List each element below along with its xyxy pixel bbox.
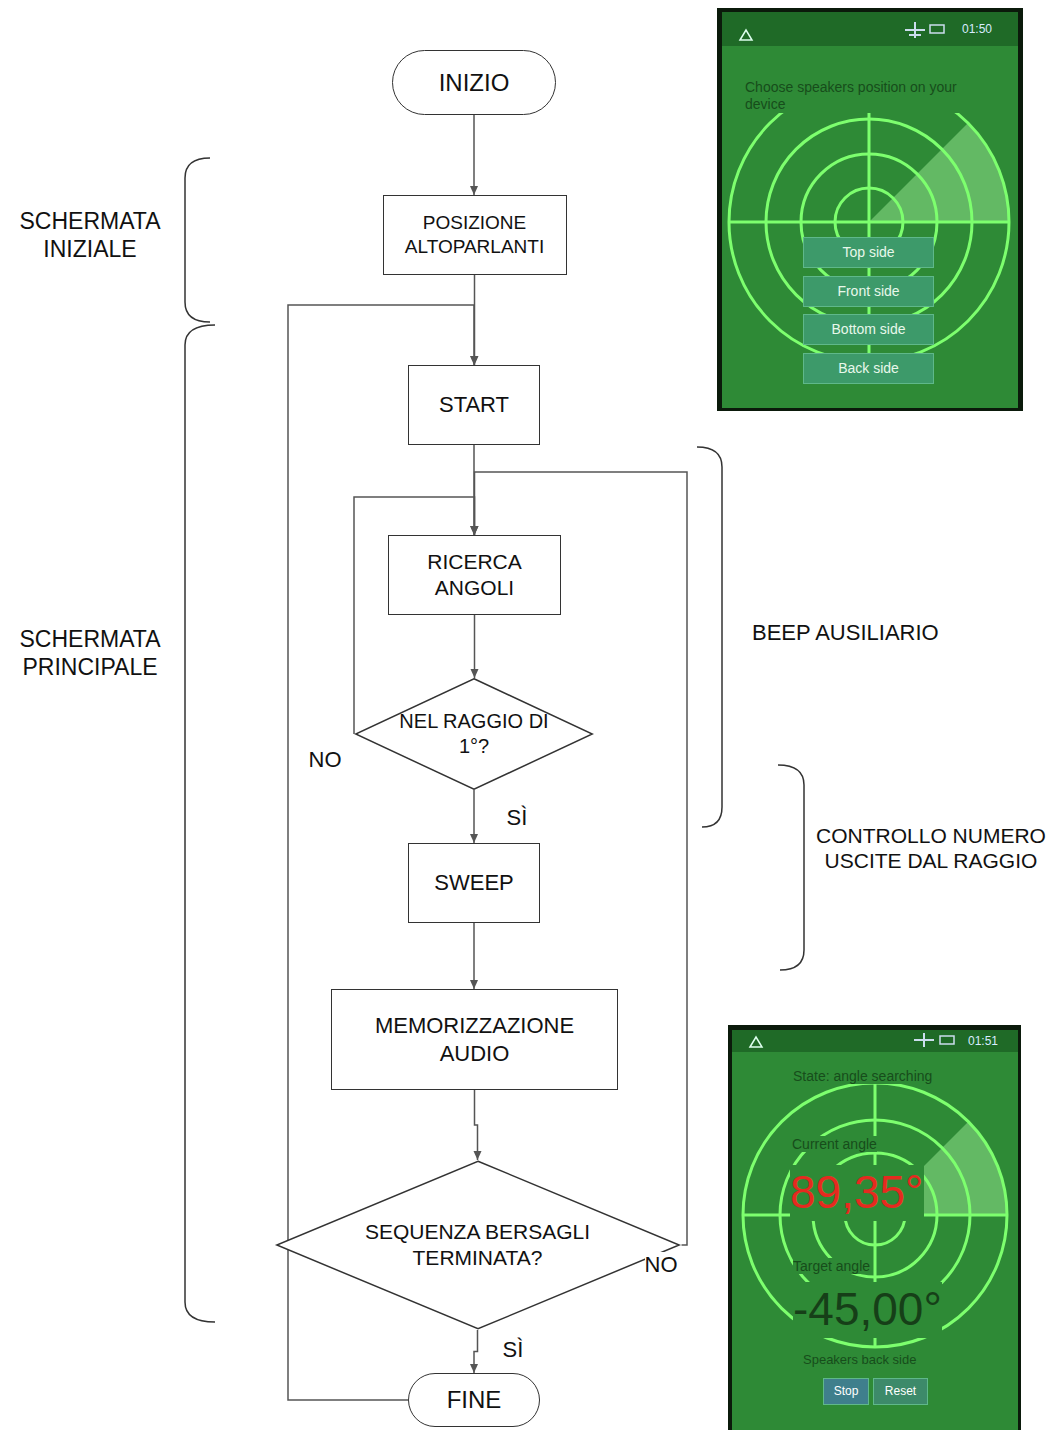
edge-label: SÌ (507, 805, 528, 831)
flow-arrow (473, 790, 475, 843)
node-text: SWEEP (434, 869, 513, 897)
section-label: SCHERMATA INIZIALE (5, 208, 175, 263)
bracket-label: BEEP AUSILIARIO (752, 620, 939, 646)
screen-prompt: Choose speakers position on your device (745, 79, 970, 113)
decision-diamond: NEL RAGGIO DI 1°? (354, 678, 594, 790)
diamond-outline (354, 678, 594, 790)
terminal: FINE (408, 1373, 540, 1427)
process-box: START (408, 365, 540, 445)
flow-arrow (474, 1330, 478, 1373)
flow-arrow (475, 1090, 478, 1160)
decision-diamond: SEQUENZA BERSAGLI TERMINATA? (274, 1160, 682, 1330)
brace (185, 325, 215, 1322)
node-text: RICERCA ANGOLI (407, 549, 542, 602)
screen-button: Back side (803, 353, 934, 384)
node-text: SEQUENZA BERSAGLI TERMINATA? (350, 1219, 605, 1272)
process-box: RICERCA ANGOLI (388, 535, 561, 615)
phone-screenshot (717, 8, 1023, 411)
screen-button: Front side (803, 276, 934, 307)
screen-text: Target angle (793, 1258, 870, 1275)
status-time: 01:50 (962, 22, 992, 36)
brace (697, 447, 722, 827)
screen-text: State: angle searching (793, 1068, 932, 1085)
screen-button: Top side (803, 237, 934, 268)
edge-label: NO (645, 1252, 678, 1278)
flow-arrow (474, 615, 476, 678)
edge-label: SÌ (503, 1337, 524, 1363)
screen-text: Speakers back side (803, 1352, 916, 1368)
bracket-label: CONTROLLO NUMERO USCITE DAL RAGGIO (808, 823, 1054, 873)
node-text: POSIZIONE ALTOPARLANTI (395, 211, 555, 259)
status-time: 01:51 (968, 1034, 998, 1048)
angle-value: 89,35° (790, 1165, 924, 1220)
process-box: SWEEP (408, 843, 540, 923)
node-text: FINE (447, 1385, 502, 1415)
section-label: SCHERMATA PRINCIPALE (5, 626, 175, 681)
node-text: START (439, 391, 509, 419)
screen-button: Reset (873, 1378, 928, 1405)
brace (185, 158, 210, 322)
node-text: MEMORIZZAZIONE AUDIO (370, 1012, 580, 1067)
screen-button: Bottom side (803, 314, 934, 345)
terminal: INIZIO (392, 50, 556, 115)
process-box: POSIZIONE ALTOPARLANTI (383, 195, 567, 275)
flow-arrow (473, 115, 475, 195)
screen-text: Current angle (792, 1136, 877, 1153)
node-text: NEL RAGGIO DI 1°? (399, 709, 549, 759)
screen-button: Stop (823, 1378, 869, 1405)
brace (778, 765, 804, 970)
phone-screenshot (728, 1025, 1021, 1430)
node-text: INIZIO (439, 68, 510, 98)
edge-label: NO (309, 747, 342, 773)
diamond-outline (274, 1160, 682, 1330)
flow-arrow (473, 923, 475, 989)
process-box: MEMORIZZAZIONE AUDIO (331, 989, 618, 1090)
angle-value: -45,00° (793, 1282, 942, 1337)
